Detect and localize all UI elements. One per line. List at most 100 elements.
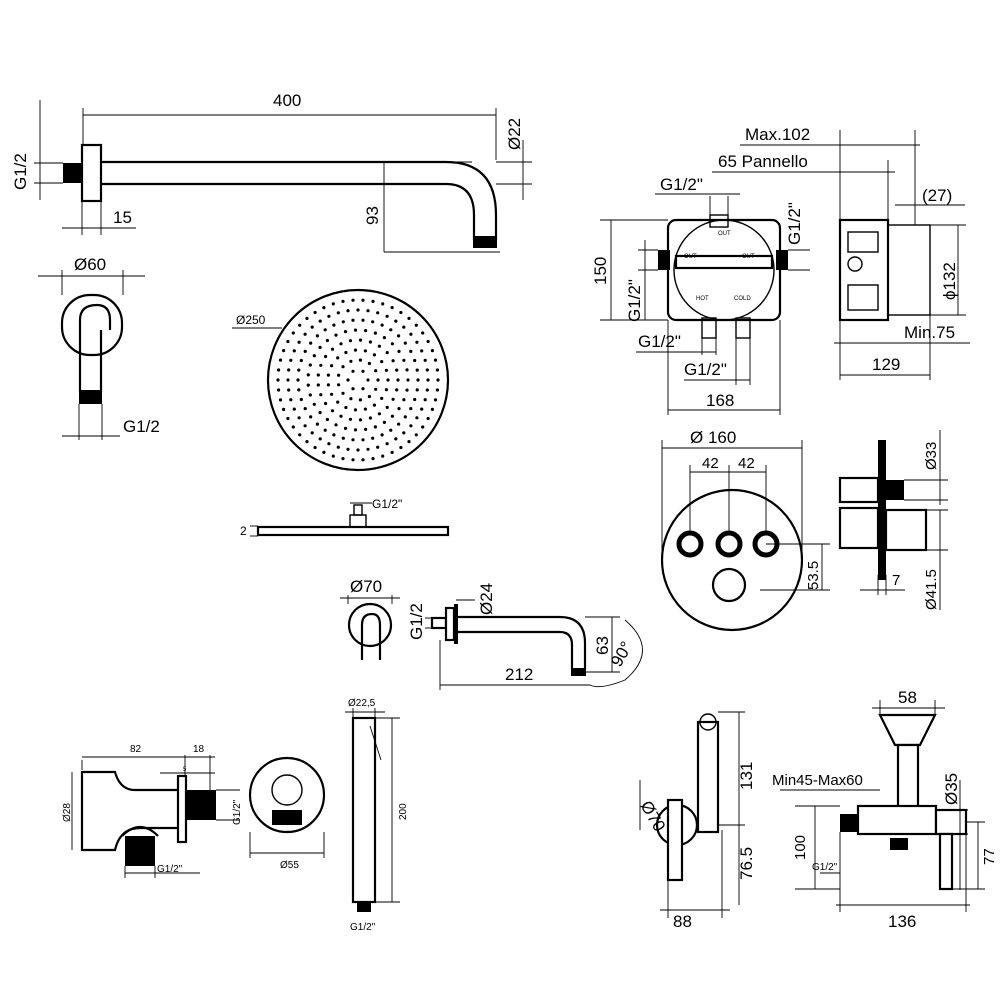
nozzle-dot bbox=[299, 358, 303, 363]
nozzle-dot bbox=[430, 407, 434, 411]
nozzle-dot bbox=[358, 418, 363, 422]
nozzle-dot bbox=[361, 318, 365, 322]
control-side-sleeve bbox=[884, 508, 928, 552]
spout-height-label: 63 bbox=[593, 636, 612, 655]
nozzle-dot bbox=[351, 387, 355, 391]
box-bottom-thread-left-label: G1/2" bbox=[638, 332, 681, 351]
box-side-thread-left-label: G1/2" bbox=[625, 279, 644, 322]
nozzle-dot bbox=[319, 363, 323, 367]
nozzle-dot bbox=[436, 378, 440, 382]
nozzle-dot bbox=[353, 408, 358, 412]
shower-head: Ø250 G1/2" 2 bbox=[232, 288, 450, 538]
nozzle-dot bbox=[421, 425, 425, 429]
nozzle-dot bbox=[373, 425, 377, 429]
nozzle-dot bbox=[426, 378, 430, 382]
nozzle-dot bbox=[384, 368, 388, 372]
arm-pipe bbox=[101, 160, 498, 240]
box-port-hot: HOT bbox=[696, 296, 709, 302]
box-center-bar bbox=[674, 254, 774, 270]
nozzle-dot bbox=[343, 426, 348, 430]
nozzle-dot bbox=[286, 416, 290, 421]
nozzle-dot bbox=[366, 447, 370, 451]
nozzle-dot bbox=[287, 388, 291, 392]
nozzle-dot bbox=[310, 431, 314, 435]
nozzle-dot bbox=[405, 368, 409, 372]
outlet-small-dim-label: 5 bbox=[183, 767, 187, 773]
nozzle-dot bbox=[323, 428, 327, 432]
arm-diameter-label: Ø22 bbox=[505, 118, 524, 150]
nozzle-dot bbox=[318, 411, 322, 415]
shower-arm: 400 Ø22 G1/2 15 93 bbox=[11, 91, 532, 253]
outlet-diameter-label: Ø28 bbox=[62, 803, 73, 822]
nozzle-dot bbox=[397, 422, 401, 426]
box-port-out-left: OUT bbox=[684, 254, 697, 260]
nozzle-dot bbox=[306, 373, 310, 377]
nozzle-dot bbox=[390, 306, 394, 310]
control-plate-front: Ø 160 42 42 53.5 bbox=[660, 428, 830, 632]
nozzle-dot bbox=[386, 378, 390, 382]
shower-head-thread-label: G1/2" bbox=[372, 497, 402, 511]
nozzle-dot bbox=[339, 414, 343, 418]
control-knob bbox=[711, 567, 747, 603]
hand-shower-body bbox=[351, 716, 377, 904]
nozzle-dot bbox=[336, 400, 340, 404]
nozzle-dot bbox=[366, 309, 370, 313]
nozzle-dot bbox=[361, 387, 365, 391]
nozzle-dot bbox=[399, 310, 403, 315]
shower-head-diameter-label: Ø250 bbox=[236, 313, 266, 327]
nozzle-dot bbox=[389, 428, 393, 432]
bidet-holder-rod bbox=[696, 720, 720, 834]
wall-flange-thread-label: G1/2 bbox=[123, 417, 160, 436]
nozzle-dot bbox=[289, 358, 293, 362]
nozzle-dot bbox=[303, 407, 307, 411]
control-spacing-right-label: 42 bbox=[738, 455, 755, 472]
nozzle-dot bbox=[322, 450, 326, 454]
nozzle-dot bbox=[409, 424, 413, 428]
nozzle-dot bbox=[277, 388, 281, 392]
nozzle-dot bbox=[380, 433, 384, 437]
nozzle-dot bbox=[374, 369, 378, 373]
bidet-shower-height-right-label: 77 bbox=[981, 848, 998, 865]
nozzle-dot bbox=[414, 433, 418, 437]
nozzle-dot bbox=[366, 378, 370, 382]
control-plate-side: Ø33 7 Ø41.5 bbox=[838, 430, 948, 610]
nozzle-dot bbox=[415, 340, 419, 344]
control-plate-disc bbox=[660, 488, 804, 632]
nozzle-dot bbox=[380, 323, 384, 327]
nozzle-dot bbox=[341, 299, 345, 303]
shower-head-profile bbox=[256, 525, 450, 537]
box-height-label: 150 bbox=[591, 257, 610, 285]
nozzle-dot bbox=[326, 383, 330, 387]
nozzle-dot bbox=[402, 431, 406, 435]
nozzle-dot bbox=[413, 397, 417, 402]
nozzle-dot bbox=[286, 339, 290, 344]
nozzle-dot bbox=[391, 397, 395, 401]
arm-wall-flange bbox=[80, 143, 103, 203]
nozzle-dot bbox=[351, 438, 355, 442]
control-sleeve-diameter-label: Ø41.5 bbox=[923, 569, 940, 610]
nozzle-dot bbox=[425, 368, 429, 372]
bidet-shower-width-label: 136 bbox=[888, 912, 916, 931]
water-outlet: 82 18 5 Ø28 G1/2" G1/2" Ø55 bbox=[62, 744, 326, 878]
nozzle-dot bbox=[313, 310, 317, 315]
nozzle-dot bbox=[368, 416, 372, 420]
nozzle-dot bbox=[384, 388, 388, 392]
nozzle-dot bbox=[291, 331, 295, 335]
nozzle-dot bbox=[423, 398, 427, 402]
hand-shower-diameter-label: Ø22,5 bbox=[348, 698, 376, 709]
nozzle-dot bbox=[318, 319, 322, 323]
nozzle-dot bbox=[373, 331, 377, 335]
nozzle-dot bbox=[414, 323, 418, 327]
nozzle-dot bbox=[364, 427, 368, 431]
nozzle-dot bbox=[396, 378, 400, 382]
nozzle-dot bbox=[403, 341, 407, 345]
nozzle-dot bbox=[356, 308, 360, 312]
nozzle-dot bbox=[391, 359, 395, 363]
nozzle-dot bbox=[394, 319, 398, 323]
control-plate-thickness-label: 7 bbox=[892, 572, 900, 589]
spout-thread-label: G1/2 bbox=[407, 603, 426, 640]
nozzle-dot bbox=[334, 423, 338, 427]
nozzle-dot bbox=[336, 356, 340, 360]
nozzle-dot bbox=[402, 398, 406, 402]
